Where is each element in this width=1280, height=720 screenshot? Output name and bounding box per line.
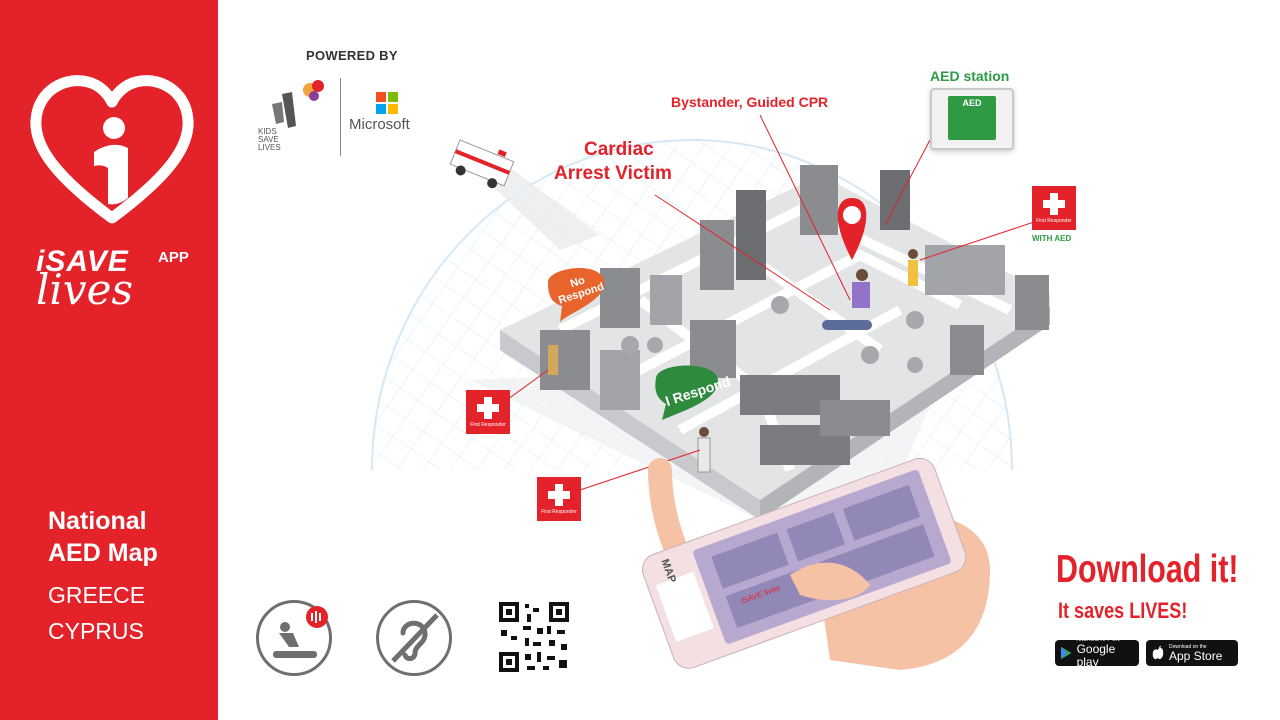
apple-icon xyxy=(1152,646,1164,660)
partner-divider xyxy=(340,78,341,156)
with-aed-label: WITH AED xyxy=(1032,234,1072,243)
qr-code-icon[interactable] xyxy=(497,600,571,674)
app-store-big: App Store xyxy=(1169,648,1223,663)
title-line1: National xyxy=(48,507,147,535)
callout-cardiac-arrest: Cardiac Arrest Victim xyxy=(554,138,672,186)
callout-bystander: Bystander, Guided CPR xyxy=(671,94,829,110)
microsoft-logo-icon xyxy=(376,92,398,114)
first-responder-badge-left: First Responder xyxy=(466,390,510,434)
first-responder-text: First Responder xyxy=(470,421,506,428)
ear-slash-icon xyxy=(391,613,439,663)
callout-cardiac-line2: Arrest Victim xyxy=(554,163,672,184)
sidebar: iSAVE APP lives National AED Map GREECE … xyxy=(0,0,218,720)
aed-box-label: AED xyxy=(962,98,982,108)
google-play-button[interactable]: ANDROID APP ON Google play xyxy=(1055,637,1139,669)
download-tagline: It saves LIVES! xyxy=(1058,598,1188,623)
powered-by-label: POWERED BY xyxy=(306,48,398,63)
first-responder-text: First Responder xyxy=(541,508,577,515)
google-play-small: ANDROID APP ON xyxy=(1076,637,1120,643)
heart-logo-icon xyxy=(30,75,194,224)
microsoft-label: Microsoft xyxy=(349,116,410,133)
cpr-figure-icon xyxy=(273,606,328,658)
brand-app: APP xyxy=(158,249,189,266)
brand-lives: lives xyxy=(36,265,134,314)
hearing-impaired-icon[interactable] xyxy=(376,600,452,676)
kids-save-lives-text: KIDS SAVE LIVES xyxy=(258,128,318,152)
kids-line3: LIVES xyxy=(258,143,281,152)
brand-save: iSAVE xyxy=(36,245,129,278)
first-responder-icon xyxy=(1043,192,1065,215)
google-play-big: Google play xyxy=(1076,642,1116,669)
aed-station-icon: AED xyxy=(930,88,1014,150)
callout-cardiac-line1: Cardiac xyxy=(584,139,654,160)
page-title: National AED Map xyxy=(48,505,158,569)
brand-wordmark: iSAVE APP lives xyxy=(36,245,206,311)
kids-save-lives-logo xyxy=(272,80,324,128)
aed-station-label: AED station xyxy=(930,68,1010,84)
kids-line2: SAVE xyxy=(258,135,279,144)
first-responder-with-aed-badge: First Responder xyxy=(1032,186,1076,230)
first-responder-text: First Responder xyxy=(1036,217,1072,224)
city-illustration xyxy=(371,114,1050,670)
country-cyprus: CYPRUS xyxy=(48,618,144,644)
title-line2: AED Map xyxy=(48,539,158,567)
country-greece: GREECE xyxy=(48,582,146,608)
first-responder-icon xyxy=(548,483,570,506)
cpr-audio-icon[interactable] xyxy=(256,600,332,676)
first-responder-icon xyxy=(477,396,499,419)
download-headline: Download it! xyxy=(1056,548,1239,591)
first-responder-badge-bottom: First Responder xyxy=(537,477,581,521)
kids-line1: KIDS xyxy=(258,127,277,136)
app-store-small: Download on the xyxy=(1169,643,1207,650)
aed-icon: AED xyxy=(948,96,996,140)
google-play-icon xyxy=(1061,646,1072,660)
app-store-button[interactable]: Download on the App Store xyxy=(1146,640,1238,666)
